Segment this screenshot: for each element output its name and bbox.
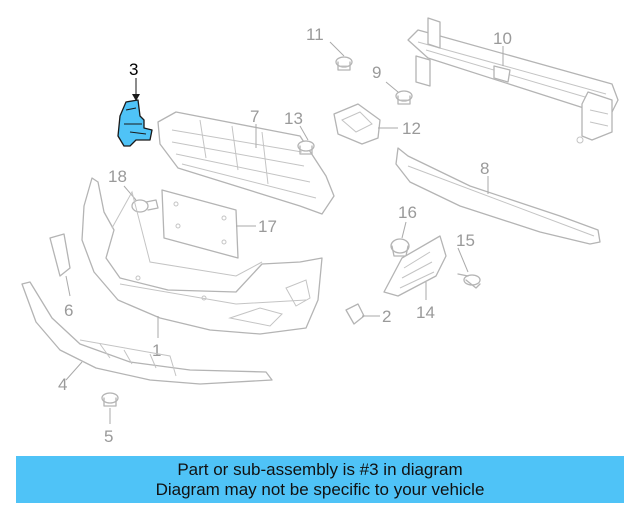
part-3-bracket-highlighted — [117, 99, 153, 147]
part-4-lower-spoiler — [21, 281, 273, 385]
part-6-cover-cap — [49, 233, 71, 277]
callout-17: 17 — [258, 217, 277, 236]
callout-10: 10 — [493, 29, 512, 48]
callout-18: 18 — [108, 167, 127, 186]
parts-diagram: 10 11 9 7 13 12 8 — [21, 17, 619, 446]
part-12-bracket — [333, 103, 381, 145]
callout-3: 3 — [129, 60, 138, 79]
part-7-upper-grille — [157, 111, 335, 215]
callout-6: 6 — [64, 301, 73, 320]
callout-1: 1 — [152, 341, 161, 360]
callout-15: 15 — [456, 231, 475, 250]
callout-16: 16 — [398, 203, 417, 222]
info-banner: Part or sub-assembly is #3 in diagram Di… — [16, 456, 624, 503]
callout-8: 8 — [480, 159, 489, 178]
callout-13: 13 — [284, 109, 303, 128]
part-1-bumper-cover — [81, 177, 323, 335]
callout-5: 5 — [104, 427, 113, 446]
callout-7: 7 — [250, 107, 259, 126]
callout-4: 4 — [58, 375, 67, 394]
part-16-plug — [390, 238, 410, 257]
banner-line-1: Part or sub-assembly is #3 in diagram — [177, 459, 463, 479]
part-15-bolt — [457, 273, 481, 289]
part-17-plate-bracket — [161, 189, 239, 259]
callout-11: 11 — [306, 25, 324, 44]
part-10-reinforcement-bar — [407, 17, 619, 144]
part-14-side-grille — [383, 235, 447, 297]
part-9-bolt — [395, 90, 413, 105]
callout-12: 12 — [402, 119, 421, 138]
part-2-small-cover — [345, 303, 365, 325]
callout-2: 2 — [382, 307, 391, 326]
callout-9: 9 — [372, 63, 381, 82]
part-11-bolt — [335, 56, 353, 71]
part-8-absorber — [395, 147, 601, 245]
banner-line-2: Diagram may not be specific to your vehi… — [155, 479, 485, 499]
part-5-bolt — [101, 392, 119, 407]
callout-14: 14 — [416, 303, 435, 322]
part-13-bolt — [297, 140, 315, 155]
